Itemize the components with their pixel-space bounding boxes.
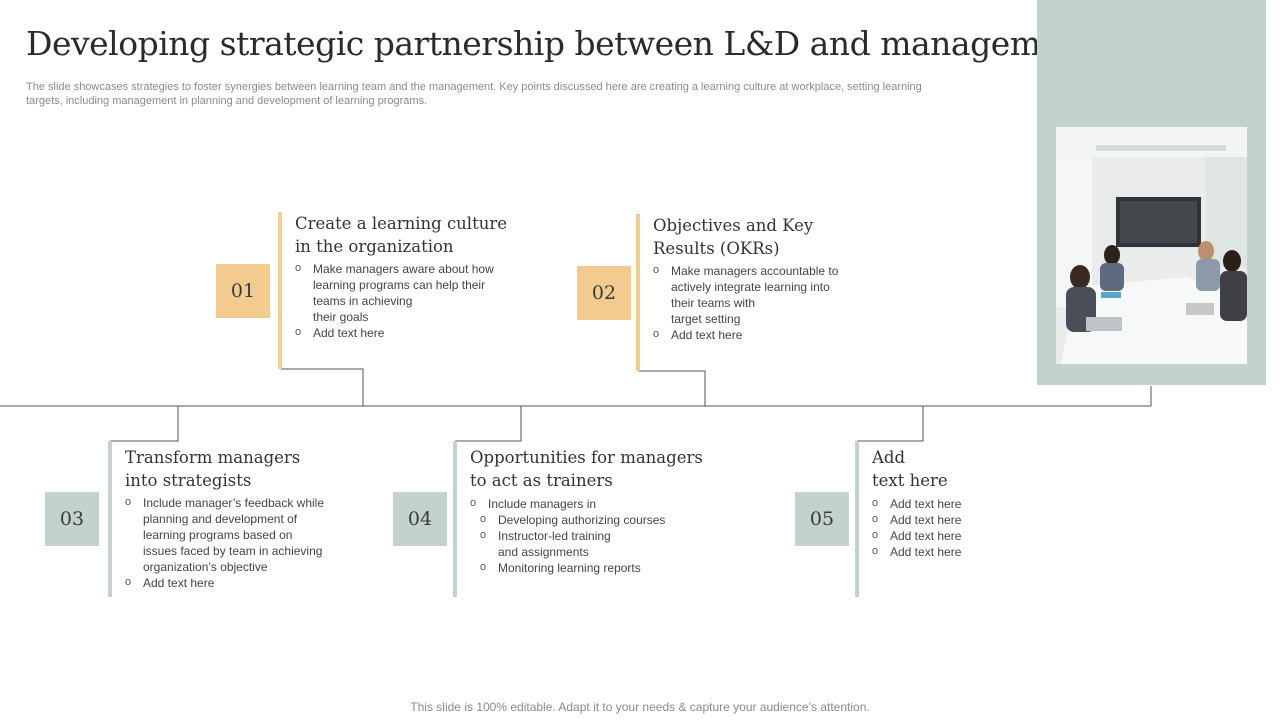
meeting-photo <box>1056 127 1247 364</box>
step-number-05: 05 <box>795 492 849 546</box>
step-bullets-05: Add text here Add text here Add text her… <box>872 495 1055 560</box>
page-title: Developing strategic partnership between… <box>26 24 1094 63</box>
bullet-item: Add text here <box>872 495 1055 512</box>
step-title-02: Objectives and Key Results (OKRs) <box>653 216 814 258</box>
bullet-item: Make managers accountable to actively in… <box>653 262 876 327</box>
sub-bullet-item: Developing authorizing courses <box>470 511 723 528</box>
step-number-04: 04 <box>393 492 447 546</box>
bullet-item: Include manager’s feedback while plannin… <box>125 494 368 575</box>
sub-bullet-item: Monitoring learning reports <box>470 559 723 576</box>
step-number-03: 03 <box>45 492 99 546</box>
step-title-05: Add text here <box>872 448 948 490</box>
step-bullets-02: Make managers accountable to actively in… <box>653 262 876 343</box>
step-card-05: Add text here Add text here Add text her… <box>855 441 1055 597</box>
step-number-01: 01 <box>216 264 270 318</box>
step-bullets-01: Make managers aware about how learning p… <box>295 260 528 341</box>
step-title-04: Opportunities for managers to act as tra… <box>470 448 703 490</box>
bullet-item: Add text here <box>872 527 1055 544</box>
bullet-item: Add text here <box>295 324 528 341</box>
step-title-01: Create a learning culture in the organiz… <box>295 214 507 256</box>
step-bullets-04: Include managers in Developing authorizi… <box>470 495 723 576</box>
bullet-item: Add text here <box>872 543 1055 560</box>
bullet-item: Add text here <box>872 511 1055 528</box>
step-card-04: Opportunities for managers to act as tra… <box>453 441 723 597</box>
step-bullets-03: Include manager’s feedback while plannin… <box>125 494 368 591</box>
bullet-item: Make managers aware about how learning p… <box>295 260 528 325</box>
step-card-01: Create a learning culture in the organiz… <box>278 212 528 369</box>
step-card-02: Objectives and Key Results (OKRs) Make m… <box>636 214 876 371</box>
page-subtitle: The slide showcases strategies to foster… <box>26 81 922 107</box>
footer-note: This slide is 100% editable. Adapt it to… <box>410 700 870 714</box>
step-number-02: 02 <box>577 266 631 320</box>
bullet-item: Add text here <box>653 326 876 343</box>
sub-bullet-item: Instructor-led training and assignments <box>470 527 723 560</box>
bullet-item: Include managers in <box>470 495 723 512</box>
step-title-03: Transform managers into strategists <box>125 448 301 490</box>
bullet-item: Add text here <box>125 574 368 591</box>
step-card-03: Transform managers into strategists Incl… <box>108 441 368 597</box>
